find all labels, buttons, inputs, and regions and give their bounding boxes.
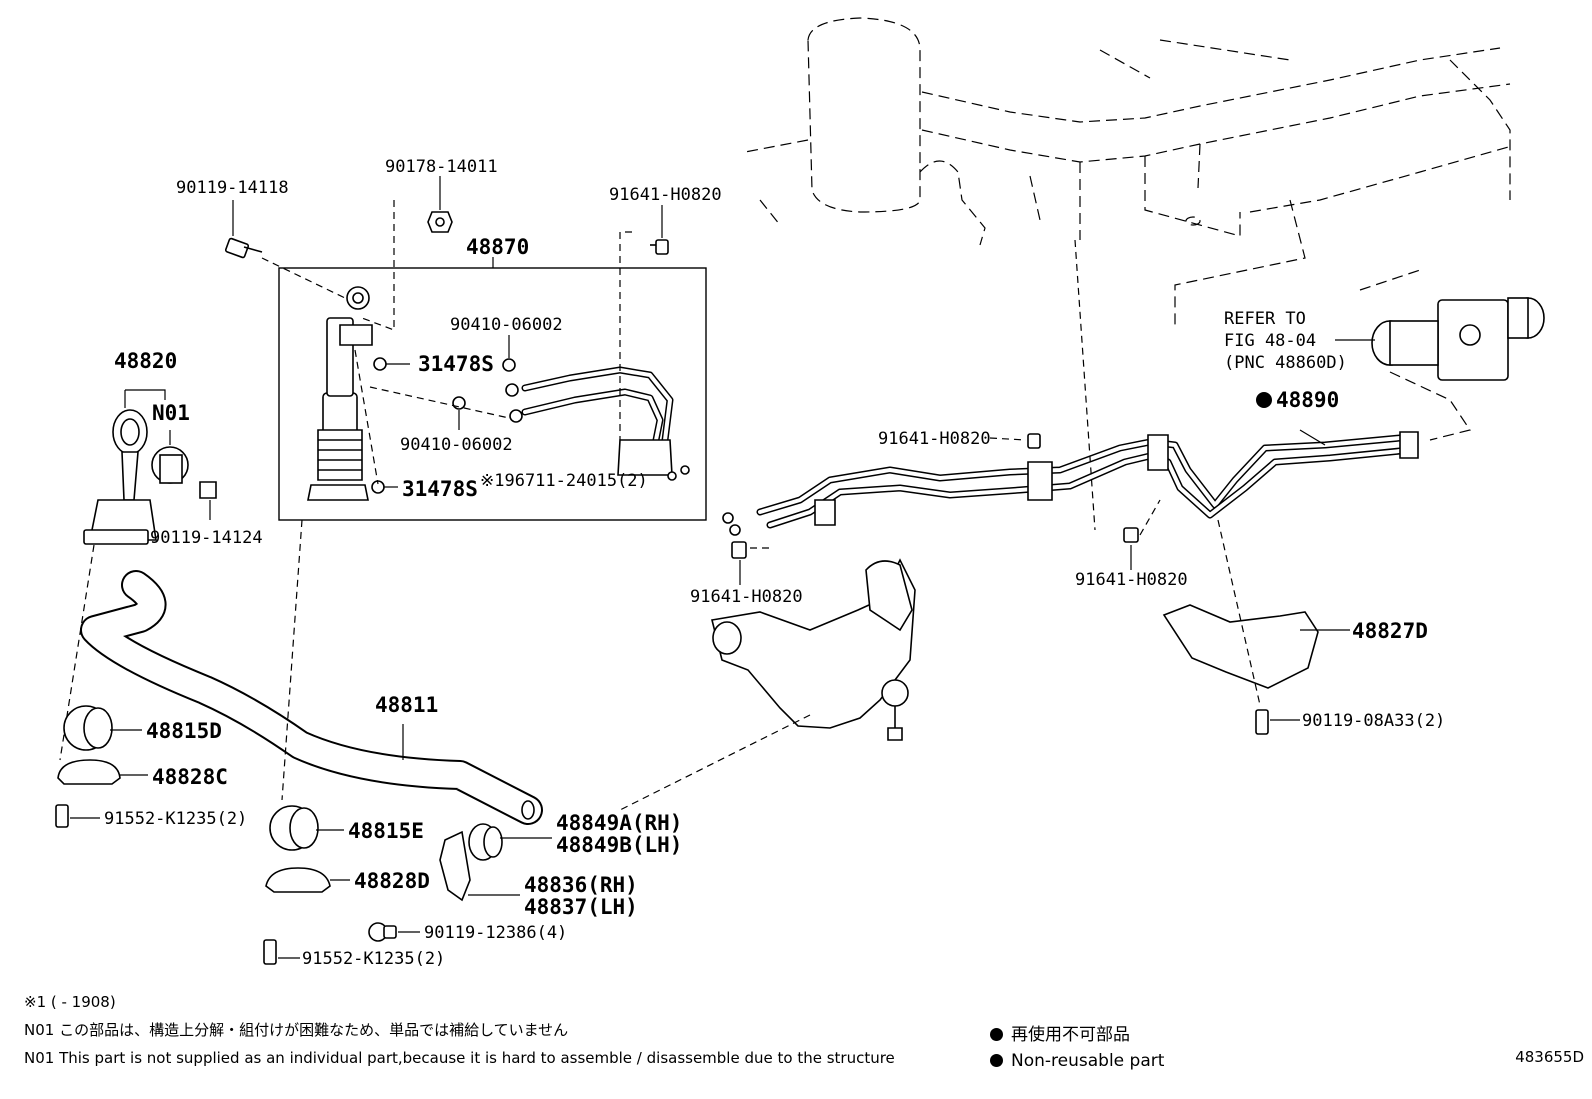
footnotes: ※1 ( - 1908) N01 この部品は、構造上分解・組付けが困難なため、単… <box>24 988 895 1072</box>
bolt-91641-H0820-low <box>731 541 747 559</box>
vehicle-frame-outline <box>744 17 1513 441</box>
label-48828C: 48828C <box>152 765 228 789</box>
part-labels: 90119-14118 90178-14011 91641-H0820 4887… <box>104 157 1445 969</box>
bolt-91552-K1235-center <box>263 939 277 965</box>
label-196711-24015: ※196711-24015(2) <box>480 471 648 491</box>
figure-id: 483655D <box>1515 1048 1584 1066</box>
dash-pipe-bolt <box>1217 519 1261 706</box>
dash-frame-pipe <box>1074 239 1096 531</box>
dash-bolt-actuator <box>261 257 346 299</box>
label-refer-to: REFER TO <box>1224 309 1306 329</box>
protector-48827D <box>1162 604 1319 689</box>
label-48811: 48811 <box>375 693 438 717</box>
note-N01-jp: N01 この部品は、構造上分解・組付けが困難なため、単品では補給していません <box>24 1021 569 1039</box>
label-91641-H0820-low: 91641-H0820 <box>690 587 803 607</box>
clip-196711-a <box>667 471 677 481</box>
label-48870: 48870 <box>466 235 529 259</box>
bolt-90119-14124 <box>199 481 217 499</box>
nut-90178-14011 <box>427 211 453 233</box>
dash-nut-actuator <box>361 200 395 331</box>
label-91552-K1235-center: 91552-K1235(2) <box>302 949 445 969</box>
leader-48890 <box>1299 429 1326 446</box>
legend-jp-text: 再使用不可部品 <box>1011 1025 1130 1045</box>
bolt-91552-K1235-left <box>55 804 69 828</box>
label-91641-H0820-right: 91641-H0820 <box>1075 570 1188 590</box>
note-N01-en: N01 This part is not supplied as an indi… <box>24 1049 895 1067</box>
legend-row-jp: 再使用不可部品 <box>990 1022 1164 1048</box>
dash-cylinder-pipe <box>369 386 510 419</box>
legend-en-text: Non-reusable part <box>1011 1051 1165 1071</box>
bolt-91641-H0820-right <box>1123 527 1139 543</box>
label-90119-14124: 90119-14124 <box>150 528 263 548</box>
dash-91641-mid <box>989 437 1027 441</box>
bushing-48815D <box>63 705 113 751</box>
bracket-48828D <box>265 867 331 893</box>
legend-dot-icon <box>990 1054 1003 1067</box>
dash-box-bushing <box>281 519 303 801</box>
label-fig-48-04: FIG 48-04 <box>1224 331 1316 351</box>
bushing-48849 <box>468 823 503 861</box>
label-90119-12386: 90119-12386(4) <box>424 923 567 943</box>
actuator-hose-pipes-in-box <box>505 366 674 476</box>
union-90410-06002-lower <box>452 396 466 410</box>
dash-cylinder-seal <box>354 349 379 485</box>
union-90410-06002-upper <box>502 358 516 372</box>
label-90119-08A33: 90119-08A33(2) <box>1302 711 1445 731</box>
seal-31478S-upper <box>373 357 387 371</box>
bolt-90119-08A33 <box>1255 709 1269 735</box>
label-48849B: 48849B(LH) <box>556 833 682 857</box>
bolt-91641-H0820-mid <box>1027 433 1041 449</box>
non-reusable-marker <box>1256 392 1272 408</box>
stabilizer-actuator-cylinder <box>307 286 373 501</box>
stabilizer-link-48820 <box>83 409 157 545</box>
lower-control-arm <box>711 558 916 741</box>
label-48828D: 48828D <box>354 869 430 893</box>
label-N01: N01 <box>152 401 190 425</box>
label-90410-06002-upper: 90410-06002 <box>450 315 563 335</box>
dash-91641-top <box>619 231 632 440</box>
label-91641-H0820-mid: 91641-H0820 <box>878 429 991 449</box>
bushing-48815E <box>269 805 319 851</box>
stabilizer-bar-48811 <box>80 570 543 825</box>
note-1908: ※1 ( - 1908) <box>24 993 116 1011</box>
clip-196711-b <box>680 465 690 475</box>
label-48815E: 48815E <box>348 819 424 843</box>
leader-48820-bracket <box>125 389 166 400</box>
label-31478S-upper: 31478S <box>418 352 494 376</box>
label-31478S-lower: 31478S <box>402 477 478 501</box>
label-48827D: 48827D <box>1352 619 1428 643</box>
label-48820: 48820 <box>114 349 177 373</box>
label-48815D: 48815D <box>146 719 222 743</box>
label-91641-H0820-top: 91641-H0820 <box>609 185 722 205</box>
bolt-90119-14118 <box>224 237 263 259</box>
bracket-48836 <box>439 830 471 902</box>
legend: 再使用不可部品 Non-reusable part <box>990 1022 1164 1074</box>
label-48849A: 48849A(RH) <box>556 811 682 835</box>
label-90410-06002-lower: 90410-06002 <box>400 435 513 455</box>
label-90178-14011: 90178-14011 <box>385 157 498 177</box>
legend-dot-icon <box>990 1028 1003 1041</box>
legend-row-en: Non-reusable part <box>990 1048 1164 1074</box>
label-48836: 48836(RH) <box>524 873 638 897</box>
hydraulic-pipe-bundle <box>722 431 1419 536</box>
label-90119-14118: 90119-14118 <box>176 178 289 198</box>
bolt-91641-H0820-top <box>650 239 669 255</box>
label-91552-K1235-left: 91552-K1235(2) <box>104 809 247 829</box>
bracket-48828C <box>57 759 121 785</box>
bushing-N01 <box>151 446 189 484</box>
label-48890: 48890 <box>1276 388 1339 412</box>
dash-91641-right <box>1139 499 1161 536</box>
label-pnc-48860D: (PNC 48860D) <box>1224 353 1347 373</box>
bolt-90119-12386 <box>368 922 397 942</box>
dash-arm-bar <box>619 714 811 811</box>
control-valve-48860D <box>1371 297 1545 381</box>
label-48837: 48837(LH) <box>524 895 638 919</box>
